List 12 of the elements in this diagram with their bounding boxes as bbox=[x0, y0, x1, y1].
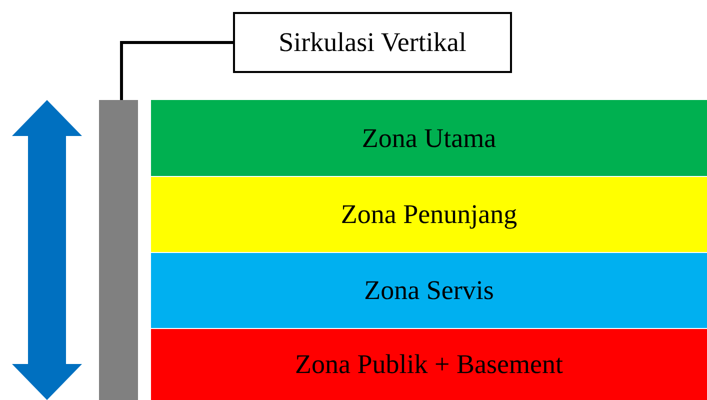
zone-band bbox=[151, 100, 707, 176]
zone-label: Zona Utama bbox=[362, 122, 496, 154]
zone-band bbox=[151, 253, 707, 328]
zone-label: Sirkulasi Vertikal bbox=[278, 27, 466, 58]
zone-band bbox=[151, 329, 707, 400]
label-box bbox=[233, 12, 512, 73]
circulation-bar bbox=[99, 100, 138, 400]
zone-label: Zona Penunjang bbox=[340, 199, 518, 230]
zone-label: Zona Servis bbox=[364, 275, 494, 306]
zone-label: Zona Publik + Basement bbox=[295, 349, 563, 380]
zone-band bbox=[151, 177, 707, 252]
leader-line bbox=[120, 41, 233, 100]
